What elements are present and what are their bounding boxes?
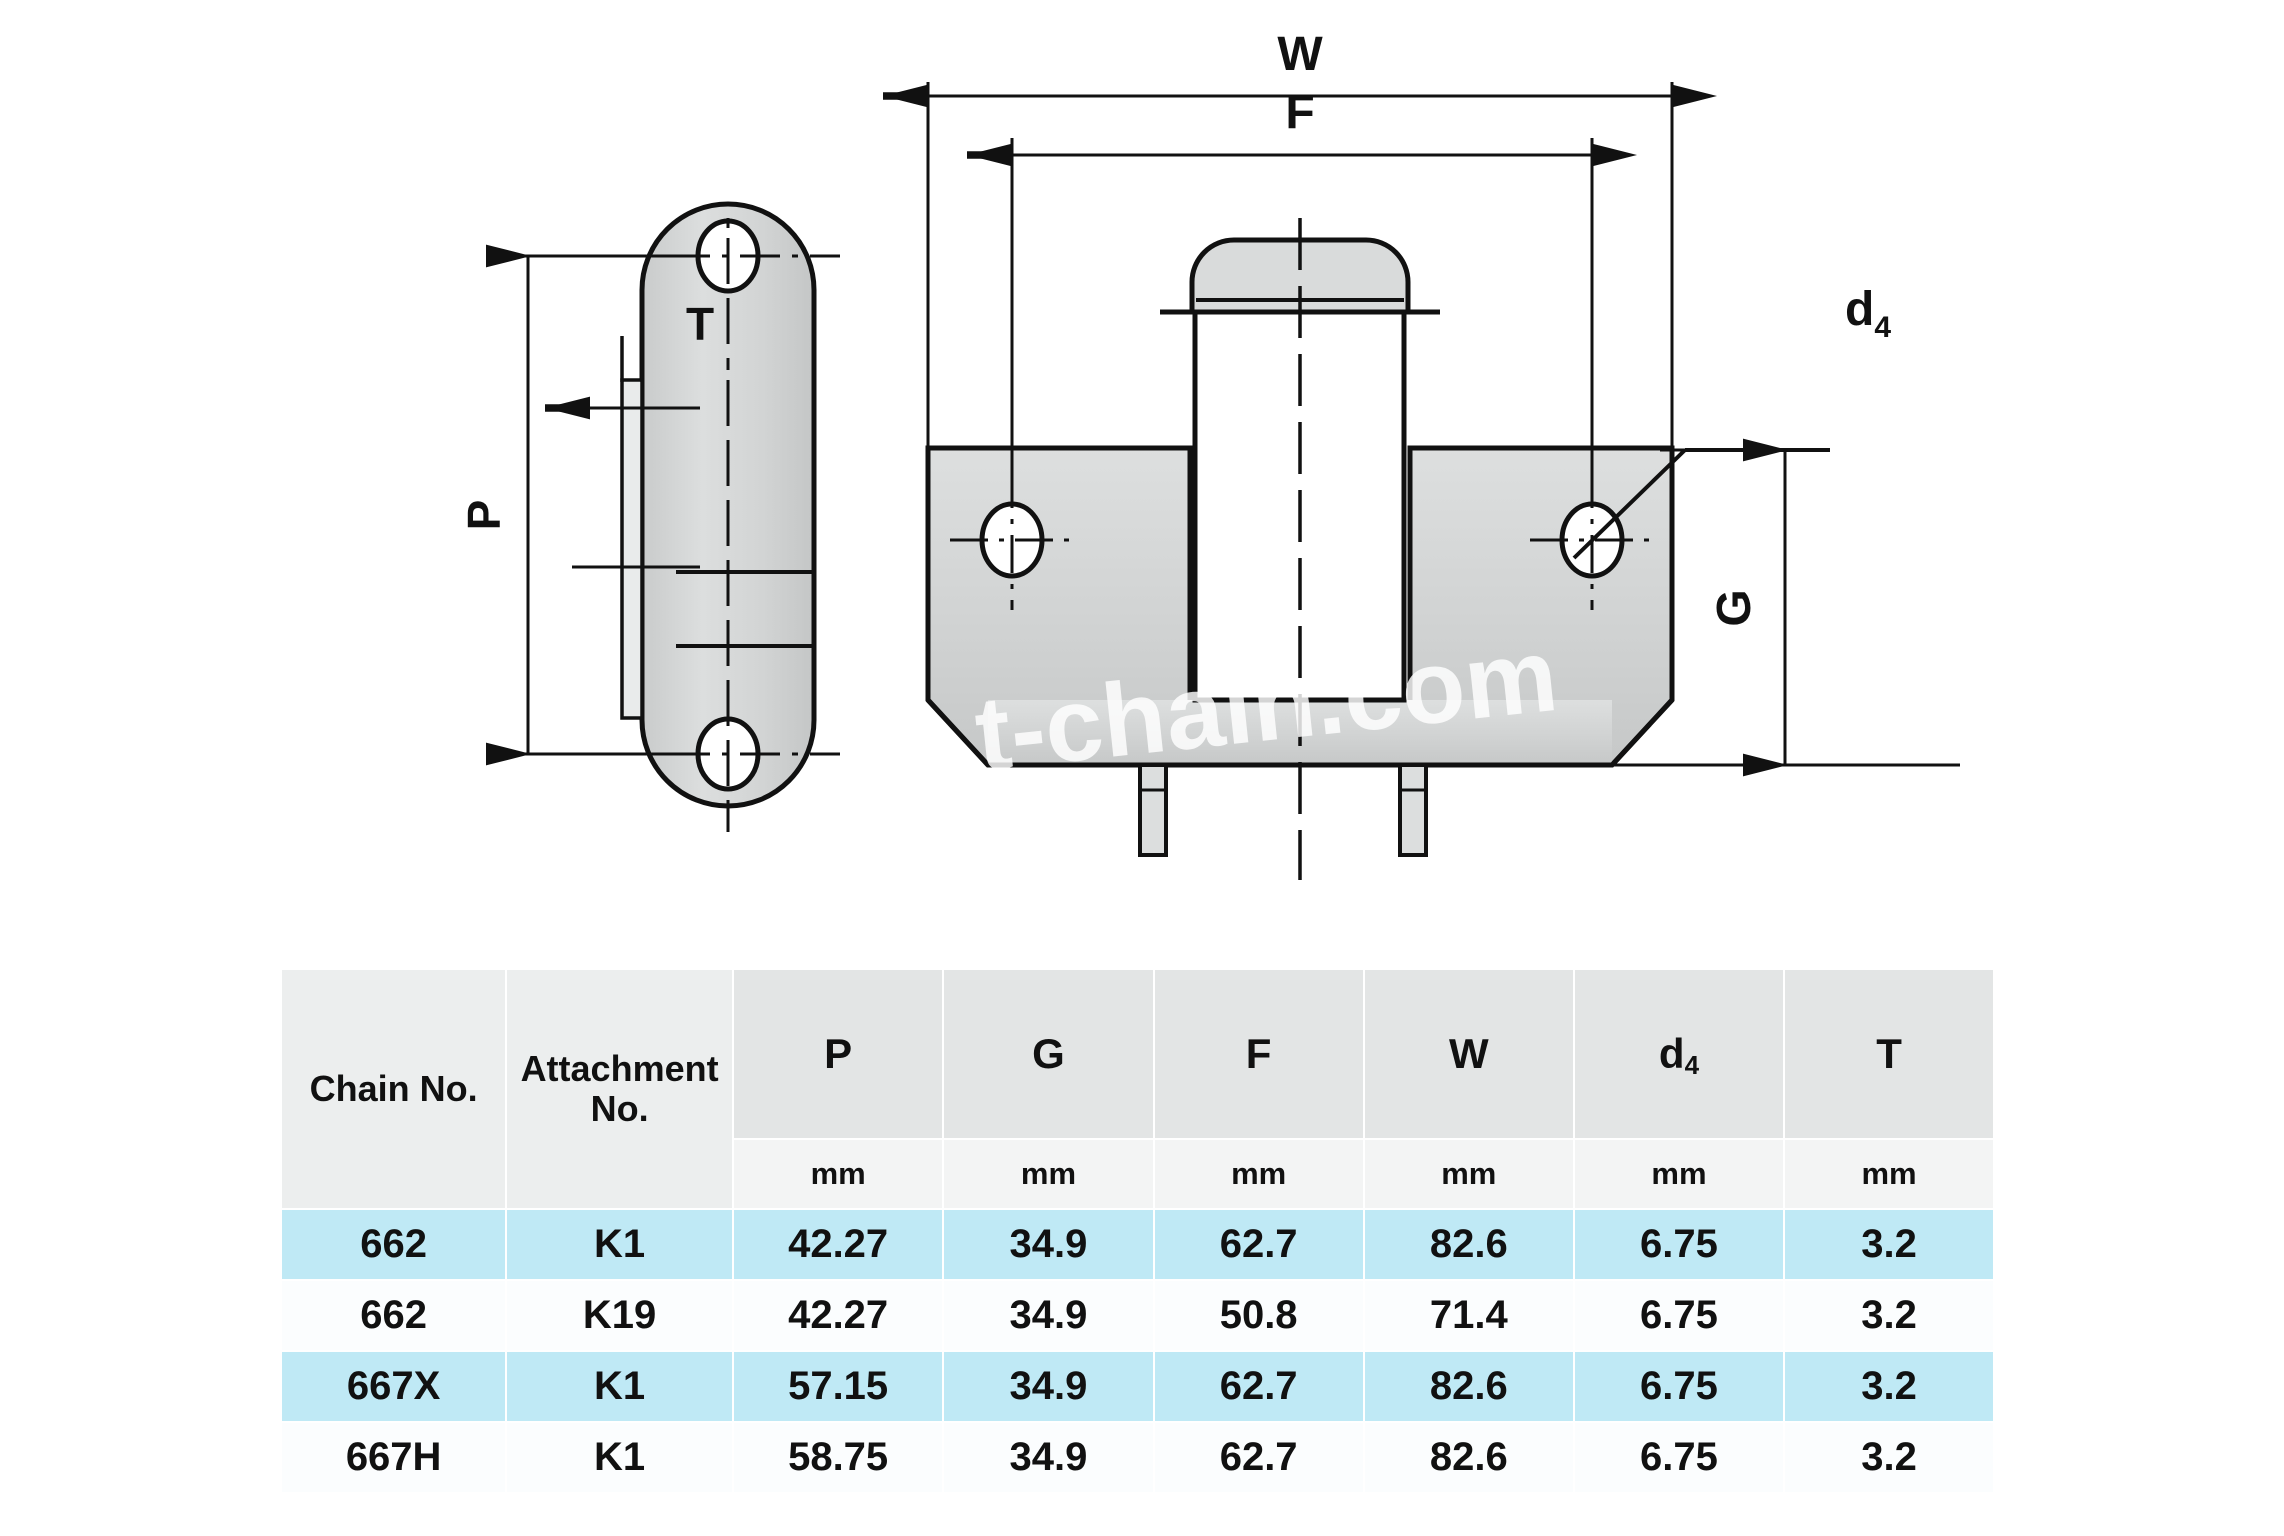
cell-P: 42.27: [731, 1279, 945, 1352]
unit-T: mm: [1783, 1138, 1995, 1210]
attachment-no-line1: Attachment: [520, 1047, 719, 1089]
cell-P: 58.75: [731, 1421, 945, 1494]
symbol-P: P: [824, 1030, 853, 1078]
cell-d4: 6.75: [1572, 1279, 1786, 1352]
column-header-G: G: [942, 968, 1155, 1140]
cell-G: 34.9: [942, 1421, 1155, 1494]
column-header-P: P: [731, 968, 945, 1140]
table-header: Chain No. Attachment No. P G F W d4 T mm…: [279, 968, 1995, 1210]
attachment-no-line2: No.: [590, 1088, 649, 1129]
cell-F: 62.7: [1152, 1350, 1365, 1423]
cell-F: 62.7: [1152, 1208, 1365, 1281]
cell-d4: 6.75: [1572, 1350, 1786, 1423]
cell-attachment_no: K1: [505, 1421, 734, 1494]
cell-P: 42.27: [731, 1208, 945, 1281]
cell-d4: 6.75: [1572, 1421, 1786, 1494]
unit-P: mm: [731, 1138, 945, 1210]
dimensions-table: Chain No. Attachment No. P G F W d4 T mm…: [279, 968, 1995, 1494]
cell-W: 82.6: [1362, 1208, 1575, 1281]
cell-G: 34.9: [942, 1279, 1155, 1352]
front-view: W F d4 G t-chain.com: [883, 28, 1960, 880]
symbol-W: W: [1448, 1030, 1489, 1078]
cell-chain_no: 667H: [279, 1421, 508, 1494]
cell-attachment_no: K19: [505, 1279, 734, 1352]
bottom-pin-left: [1138, 763, 1168, 857]
cell-T: 3.2: [1783, 1421, 1995, 1494]
cell-d4: 6.75: [1572, 1208, 1786, 1281]
column-header-F: F: [1152, 968, 1365, 1140]
attachment-flange: [620, 378, 644, 720]
column-header-attachment-no: Attachment No.: [505, 968, 734, 1210]
bottom-pin-right: [1398, 763, 1428, 857]
dimension-label-T: T: [686, 298, 714, 350]
cell-G: 34.9: [942, 1208, 1155, 1281]
cell-W: 71.4: [1362, 1279, 1575, 1352]
cell-chain_no: 662: [279, 1208, 508, 1281]
table-header-row-units: mm mm mm mm mm mm: [281, 1138, 1995, 1210]
dimension-label-W: W: [1277, 28, 1323, 81]
dimension-label-d4: d4: [1845, 283, 1891, 344]
dimension-label-G: G: [1708, 589, 1761, 626]
symbol-G: G: [1032, 1030, 1065, 1078]
unit-F: mm: [1152, 1138, 1365, 1210]
column-header-W: W: [1362, 968, 1575, 1140]
dimension-label-P: P: [458, 500, 510, 531]
cell-W: 82.6: [1362, 1421, 1575, 1494]
cell-P: 57.15: [731, 1350, 945, 1423]
column-header-d4: d4: [1572, 968, 1786, 1140]
side-view: P T: [458, 201, 840, 832]
bushing-cap: [1189, 237, 1411, 315]
symbol-F: F: [1245, 1030, 1272, 1078]
technical-drawing: P T: [458, 28, 1960, 880]
unit-G: mm: [942, 1138, 1155, 1210]
cell-chain_no: 667X: [279, 1350, 508, 1423]
cell-F: 62.7: [1152, 1421, 1365, 1494]
symbol-d4: d4: [1658, 1030, 1700, 1081]
cell-F: 50.8: [1152, 1279, 1365, 1352]
unit-d4: mm: [1572, 1138, 1786, 1210]
cell-W: 82.6: [1362, 1350, 1575, 1423]
table-header-row-symbols: Chain No. Attachment No. P G F W d4 T: [279, 968, 1995, 1210]
unit-W: mm: [1362, 1138, 1575, 1210]
cell-G: 34.9: [942, 1350, 1155, 1423]
cell-T: 3.2: [1783, 1208, 1995, 1281]
symbol-T: T: [1876, 1030, 1902, 1078]
dimension-label-F: F: [1285, 86, 1314, 139]
cell-attachment_no: K1: [505, 1350, 734, 1423]
cell-chain_no: 662: [279, 1279, 508, 1352]
column-header-chain-no: Chain No.: [279, 968, 508, 1210]
column-header-T: T: [1783, 968, 1995, 1140]
cell-T: 3.2: [1783, 1350, 1995, 1423]
cell-T: 3.2: [1783, 1279, 1995, 1352]
cell-attachment_no: K1: [505, 1208, 734, 1281]
